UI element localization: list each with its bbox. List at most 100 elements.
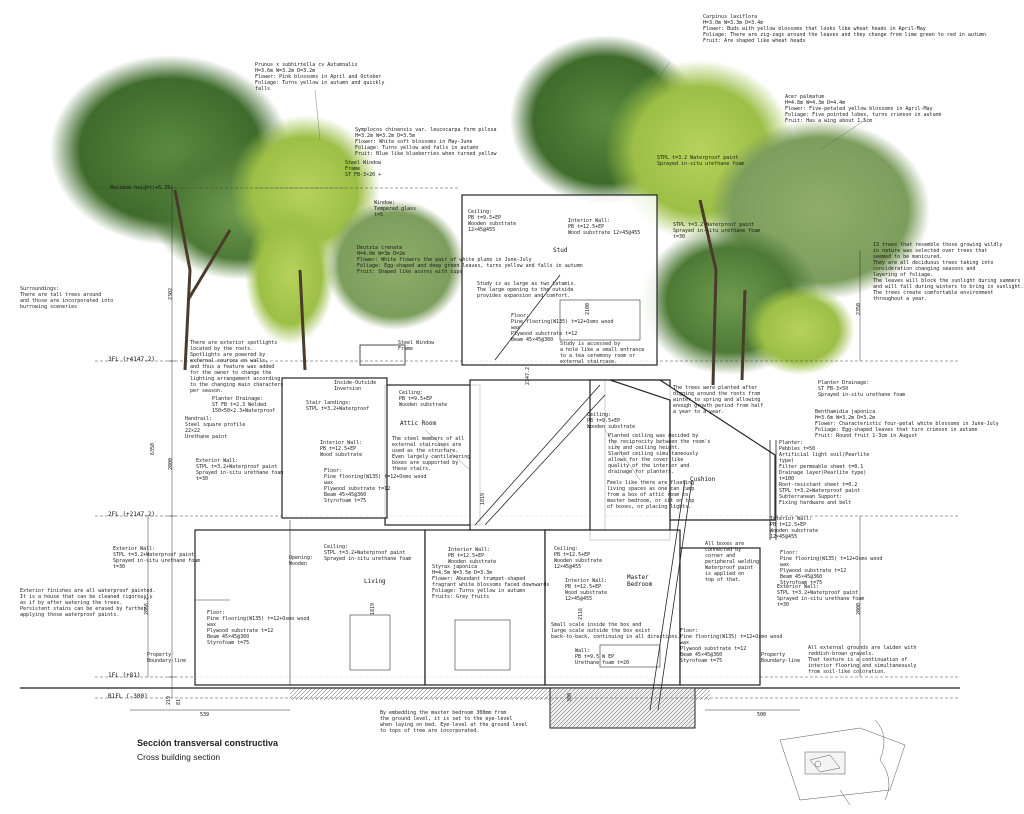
note-floor-attic: Floor: Pine flooring(W135) t=12+Osmo woo… [324,468,427,504]
note-ceiling-bedroom: Ceiling: PB t=12.5+EP Wooden substrate 1… [554,546,603,570]
note-trees-planted: The trees were planted after digging aro… [673,385,764,415]
note-ceiling-attic: Ceiling: PB t=9.5+EP Wooden substrate [399,390,448,408]
staircase [474,274,693,711]
note-trees-wild: 13 trees that resemble those growing wil… [873,242,1024,302]
title-english: Cross building section [137,752,221,762]
attic-right-box [589,379,671,541]
tree-center-canopy [325,200,465,330]
note-interior-wall-l: Interior Wall: PB t=12.5+EP Wood substra… [320,440,363,458]
note-property-r: Property Boundary-line [761,652,801,664]
note-window-tempered: Window: Tempered glass t=5 [374,200,417,218]
note-opening-wooden: Opening: Wooden [289,555,314,567]
note-planter-layers: Planter: Pebbles t=50 Artificial light s… [779,440,870,506]
note-exterior-wall-l: Exterior Wall: STPL t=3.2+Waterproof pai… [196,458,284,482]
note-boxes-connected: All boxes are connected by corner and pe… [705,541,760,583]
dim-1819: 1819 [480,492,486,505]
note-surroundings: Surroundings: There are tall trees aroun… [20,286,114,310]
note-planted-ceiling: Planted ceiling was decided by the recip… [608,433,711,475]
dim-6350: 6350 [150,442,156,455]
note-floor-right: Floor: Pine flooring(W135) t=12+Osmo woo… [780,550,883,586]
study-box [461,194,658,366]
note-floor-bedroom: Floor: Pine flooring(W135) t=12+Osmo woo… [680,628,783,664]
note-styrax: Styrax japonica H=4.5m W=3.5m D=3.3m Flo… [432,564,550,600]
level-3fl: 3FL (+4147.2) [108,356,155,363]
note-study-tatami: Study is as large as two tatamis. The la… [477,281,577,299]
level-1fl: 1FL (+81) [108,672,141,679]
note-feels-like: Feels like there are floating living spa… [607,480,695,510]
note-ceiling-living: Ceiling: STPL t=3.2+Waterproof paint Spr… [324,544,412,562]
note-maximum-height: Maximum height(+6.35) [110,185,174,191]
note-external-grounds: All external grounds are laiden with red… [808,645,917,675]
dim-500: 500 [757,712,767,718]
ground [20,687,960,729]
note-ceiling-study: Ceiling: PB t=9.5+EP Wooden substrate 12… [468,209,517,233]
note-stpl-exterior: STPL t=3.2 Waterproof paint Sprayed in-s… [673,222,761,240]
note-wall-lower: Wall: PB t=9.5 W EP Urethane foam t=20 [575,648,630,666]
dim-2000-l: 2000 [168,457,174,470]
note-inside-outside: Inside-Outside Inversion [334,380,377,392]
dim-2302: 2302 [168,287,174,300]
right-low-box [679,547,761,686]
note-stpl-roof: STPL t=3.2 Waterproof paint Sprayed in-s… [657,155,745,167]
label-attic-room: Attic Room [400,420,437,427]
note-interior-wall-bed: Interior Wall: PB t=12.5+EP Wood substra… [565,578,608,602]
dim-2147-3: 2147.2 [525,366,531,385]
note-prunus: Prunus x subhirtella cv Autumnalis H=3.6… [255,62,385,92]
note-interior-wall-study: Interior Wall: PB t=12.5+EP Wood substra… [568,218,641,236]
note-steel-window-frame: Steel Window Frame ST FB-3×20 + [345,160,382,178]
tree-trunks [173,189,747,386]
note-floor-living: Floor: Pine flooring(W135) t=12+Osmo woo… [207,610,310,646]
dim-2116: 2116 [578,607,584,620]
note-carpinus: Carpinus laxiflora H=3.0m W=3.3m D=3.4m … [703,14,986,44]
note-exterior-wall-ll: Exterior Wall: STPL t=3.2+Waterproof pai… [113,546,201,570]
frame-lines [359,344,777,540]
note-floor-study: Floor: Pine flooring(W135) t=12+Osmo woo… [511,313,614,343]
level-b1fl: B1FL (-300) [108,693,148,700]
note-handrail: Handrail: Steel square profile 22×22 Ure… [185,416,246,440]
note-study-hole: Study is accessed by a hole like a small… [560,341,645,365]
label-master-bedroom: Master Bedroom [627,574,653,588]
label-living: Living [364,578,386,585]
interior-details [195,299,661,685]
note-planter-drainage-l: Planter Drainage: ST FB t=2.3 Welded 150… [212,396,276,414]
dim-2350: 2350 [856,302,862,315]
dim-300: 300 [567,692,573,702]
note-steel-members: The steel members of all external stairc… [392,436,471,472]
label-stud: Stud [553,247,568,254]
note-embedding: By embedding the master bedroom 300mm fr… [380,710,528,734]
note-property-l: Property Boundary-line [147,652,187,664]
dim-81: 81 [176,698,182,705]
note-planter-drainage-r: Planter Drainage: ST FB-3×50 Sprayed in-… [818,380,906,398]
note-benthamidia: Benthamidia japonica H=3.6m W=3.2m D=3.2… [815,409,999,439]
label-cushion: Cushion [690,476,716,483]
title-spanish: Sección transversal constructiva [137,738,279,748]
attic-room-box [384,384,481,526]
note-deutzia: Deutzia crenata H=4.0m W=3m D=2m Flower:… [357,245,583,275]
left-upper-box [281,377,388,519]
site-plan-inset [779,719,906,806]
slanted-roof-box [609,379,776,521]
note-spotlights: There are exterior spotlights located by… [190,340,284,394]
tree-right-low [745,285,855,375]
level-2fl: 2FL (+2147.2) [108,511,155,518]
dim-2100: 2100 [585,302,591,315]
building-boxes [194,194,761,686]
dim-539: 539 [200,712,210,718]
dim-2066-2: 2066.2 [144,596,150,615]
dim-2000-r: 2000 [856,602,862,615]
note-acer: Acer palmatum H=4.8m W=4.3m D=4.4m Flowe… [785,94,942,124]
dim-219: 219 [166,695,172,705]
leader-lines [255,61,866,481]
note-stair-landings: Stair landings: STPL t=3.2+Waterproof [306,400,370,412]
dim-1819-b: 1819 [370,602,376,615]
note-symplocos: Symplocos chinensis var. leucocarpa form… [355,127,497,157]
note-steel-window-2: Steel Window Frame [398,340,435,352]
living-box [194,529,426,686]
dimension-lines [130,187,861,711]
tree-yellow-canopy-2 [245,205,335,345]
note-exterior-finishes: Exterior finishes are all waterproof pai… [20,588,156,618]
note-ceiling-right: Ceiling: PB t=9.5+EP Wooden substrate [587,412,636,430]
note-interior-wall-r: Interior Wall: PB t=12.5+EP Wooden subst… [770,516,819,540]
